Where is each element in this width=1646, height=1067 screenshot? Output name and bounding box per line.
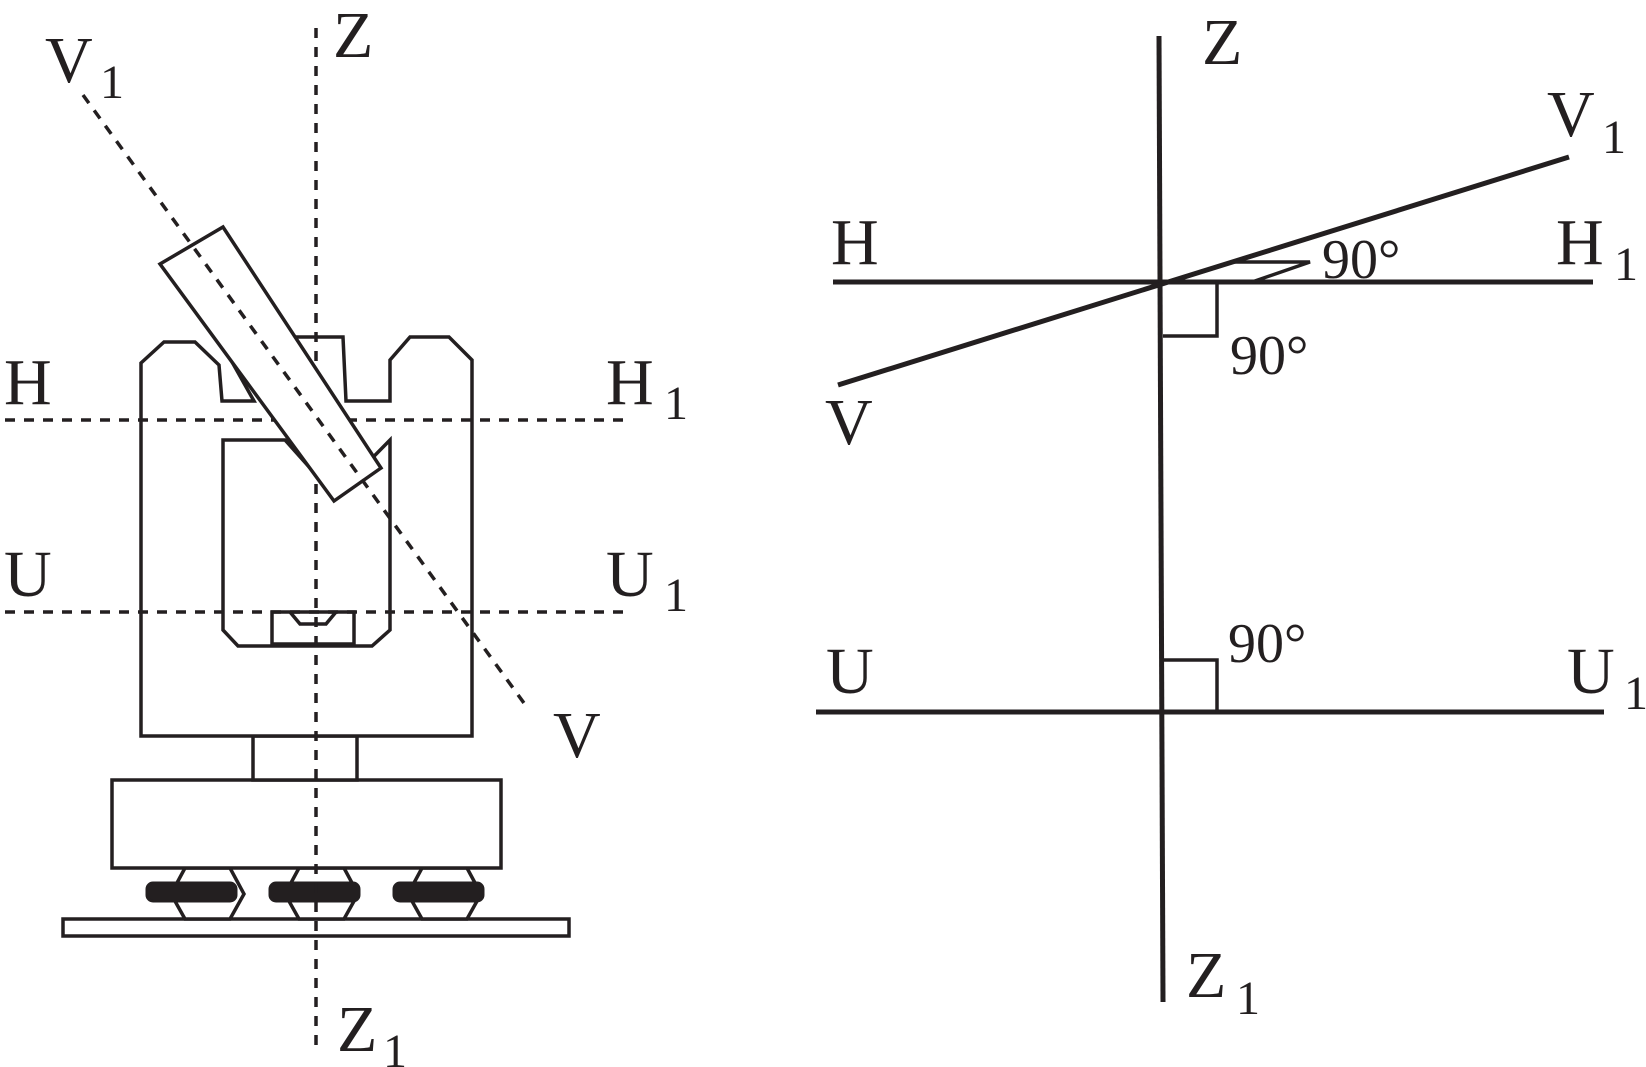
right-label-h1-sub: 1 [1614,238,1638,291]
right-label-z: Z [1202,6,1242,79]
foot-screw-right-bar [392,881,485,903]
right-label-v1-sub: 1 [1602,111,1626,164]
right-label-h1: H [1556,206,1604,279]
left-label-h1-sub: 1 [664,377,688,430]
left-label-h: H [4,346,52,419]
left-label-u1-sub: 1 [664,569,688,622]
right-label-u1: U [1567,635,1615,708]
right-label-u1-sub: 1 [1624,667,1646,720]
right-label-u: U [826,635,874,708]
base-block [110,778,503,870]
left-label-v1-sub: 1 [100,56,124,109]
right-label-z1: Z [1186,939,1226,1012]
left-labels: Z Z 1 V 1 V H H 1 U U 1 [4,0,688,1067]
plate-level-vial [270,610,356,646]
right-angle-marker-h-z [1163,282,1219,338]
level-bubble [288,610,338,626]
line-zz1 [1156,35,1166,1003]
right-labels: Z Z 1 V 1 V H H 1 U U 1 90° 90° 90° [825,6,1646,1025]
axis-vv1 [81,93,531,712]
right-label-h: H [831,206,879,279]
angle-label-v-h: 90° [1322,229,1400,291]
left-label-z1-sub: 1 [383,1025,407,1067]
left-label-v: V [553,699,601,772]
angle-label-h-z: 90° [1230,325,1308,387]
right-label-v1: V [1547,78,1595,151]
axis-column [251,734,359,782]
telescope [157,224,384,504]
left-label-u1: U [606,538,654,611]
left-label-z1: Z [337,993,377,1066]
right-angle-marker-v-h [1234,260,1311,284]
left-label-u: U [4,538,52,611]
angle-label-u-z: 90° [1228,613,1306,675]
left-label-h1: H [606,346,654,419]
theodolite-drawing [5,28,630,1046]
line-vv1 [837,154,1570,388]
left-label-v1: V [45,24,93,97]
left-label-z: Z [333,0,373,72]
right-label-v: V [825,386,873,459]
right-label-z1-sub: 1 [1236,972,1260,1025]
foot-screw-left-bar [145,881,238,903]
axes-relationship-diagram [816,35,1604,1003]
right-angle-marker-u-z [1163,658,1219,712]
